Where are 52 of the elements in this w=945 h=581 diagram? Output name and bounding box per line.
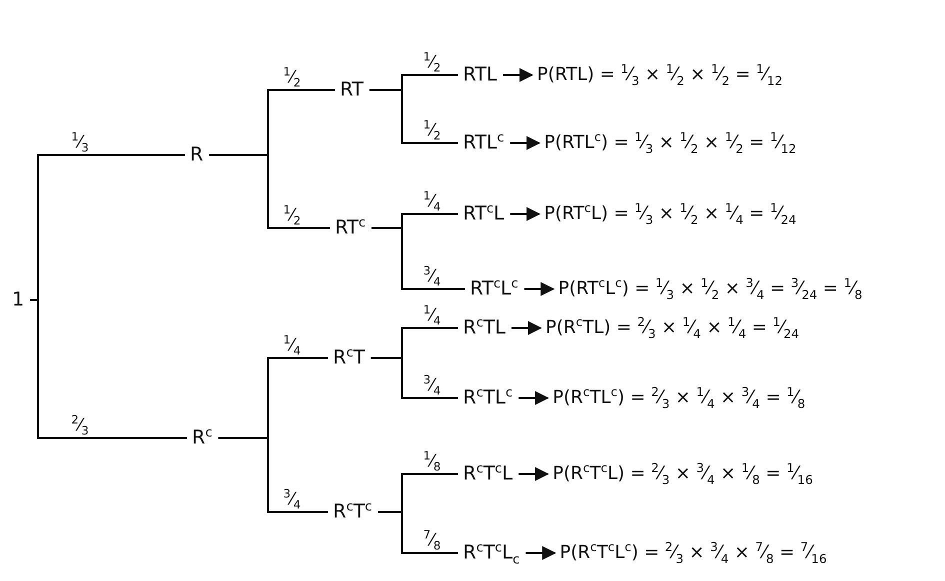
- edge-label: $^{1}$⁄$_{4}$: [423, 306, 441, 325]
- probability-formula: P(RT$^{c}$L) = $^{1}$⁄$_{3}$ × $^{1}$⁄$_{2}$ × $^{1}$⁄$_{4}$ = $^{1}$⁄$_{24}$: [544, 202, 796, 226]
- arrow: [518, 467, 550, 481]
- arrow: [512, 321, 542, 335]
- arrow: [526, 546, 556, 560]
- edge-label: $^{1}$⁄$_{8}$: [423, 452, 441, 471]
- edge-label: $^{2}$⁄$_{3}$: [71, 416, 89, 435]
- probability-formula: P(RT$^{c}$L$^{c}$) = $^{1}$⁄$_{3}$ × $^{1}$⁄$_{2}$ × $^{3}$⁄$_{4}$ = $^{3}$⁄$_{24}$ = $^{1}$⁄$_{8}$: [558, 277, 862, 301]
- event-label: RT$^{c}$: [335, 216, 366, 240]
- arrow: [503, 68, 534, 82]
- tree-branch: [218, 437, 328, 513]
- arrow: [510, 136, 541, 150]
- event-label: RTL$^{c}$: [463, 130, 504, 156]
- probability-formula: P(R$^{c}$TL$^{c}$) = $^{2}$⁄$_{3}$ × $^{1}$⁄$_{4}$ × $^{3}$⁄$_{4}$ = $^{1}$⁄$_{8}$: [552, 386, 806, 410]
- edge-label: $^{1}$⁄$_{2}$: [283, 68, 301, 87]
- edge-label: $^{3}$⁄$_{4}$: [423, 267, 441, 286]
- event-label: R$^{c}$TL: [463, 316, 506, 340]
- tree-branch: [209, 154, 330, 229]
- arrow: [518, 391, 550, 405]
- event-label: R$^{c}$T$^{c}$L: [463, 462, 513, 486]
- event-label: R$^{c}$T: [333, 346, 365, 370]
- event-label: R$^{c}$: [192, 426, 212, 450]
- edge-label: $^{1}$⁄$_{4}$: [423, 192, 441, 211]
- probability-formula: P(R$^{c}$T$^{c}$L) = $^{2}$⁄$_{3}$ × $^{3}$⁄$_{4}$ × $^{1}$⁄$_{8}$ = $^{1}$⁄$_{16}$: [552, 462, 813, 486]
- probability-formula: P(RTL) = $^{1}$⁄$_{3}$ × $^{1}$⁄$_{2}$ × $^{1}$⁄$_{2}$ = $^{1}$⁄$_{12}$: [537, 63, 782, 87]
- event-label: RTL: [463, 62, 498, 88]
- edge-label: $^{1}$⁄$_{3}$: [71, 133, 89, 152]
- edge-label: $^{3}$⁄$_{4}$: [283, 490, 301, 509]
- event-label: RT$^{c}$L: [463, 202, 504, 226]
- edge-label: $^{1}$⁄$_{4}$: [283, 336, 301, 355]
- probability-formula: P(RTL$^{c}$) = $^{1}$⁄$_{3}$ × $^{1}$⁄$_{2}$ × $^{1}$⁄$_{2}$ = $^{1}$⁄$_{12}$: [544, 131, 796, 155]
- tree-branch: [370, 357, 458, 399]
- probability-formula: P(R$^{c}$TL) = $^{2}$⁄$_{3}$ × $^{1}$⁄$_{4}$ × $^{1}$⁄$_{4}$ = $^{1}$⁄$_{24}$: [546, 316, 800, 340]
- event-label: R$^{c}$TL$^{c}$: [463, 386, 513, 410]
- edge-label: $^{1}$⁄$_{2}$: [283, 206, 301, 225]
- event-label: R$^{c}$T$^{c}$: [333, 500, 372, 524]
- tree-branch: [369, 89, 458, 144]
- edge-label: $^{3}$⁄$_{4}$: [423, 376, 441, 395]
- arrow: [510, 207, 541, 221]
- probability-formula: P(R$^{c}$T$^{c}$L$^{c}$) = $^{2}$⁄$_{3}$ × $^{3}$⁄$_{4}$ × $^{7}$⁄$_{8}$ = $^{7}$⁄$_{16}$: [560, 541, 827, 565]
- event-label: R$^{c}$T$^{c}$L$_{c}$: [463, 540, 520, 566]
- edge-label: $^{7}$⁄$_{8}$: [423, 531, 441, 550]
- event-label: R: [190, 142, 204, 168]
- tree-branch: [372, 227, 465, 290]
- event-label: RT$^{c}$L$^{c}$: [470, 276, 518, 302]
- tree-branch: [378, 511, 458, 554]
- event-label: RT: [340, 78, 364, 102]
- arrow: [524, 282, 555, 296]
- edge-label: $^{1}$⁄$_{2}$: [423, 53, 441, 72]
- tree-branch: [30, 299, 187, 439]
- event-label: 1: [12, 288, 24, 312]
- edge-label: $^{1}$⁄$_{2}$: [423, 121, 441, 140]
